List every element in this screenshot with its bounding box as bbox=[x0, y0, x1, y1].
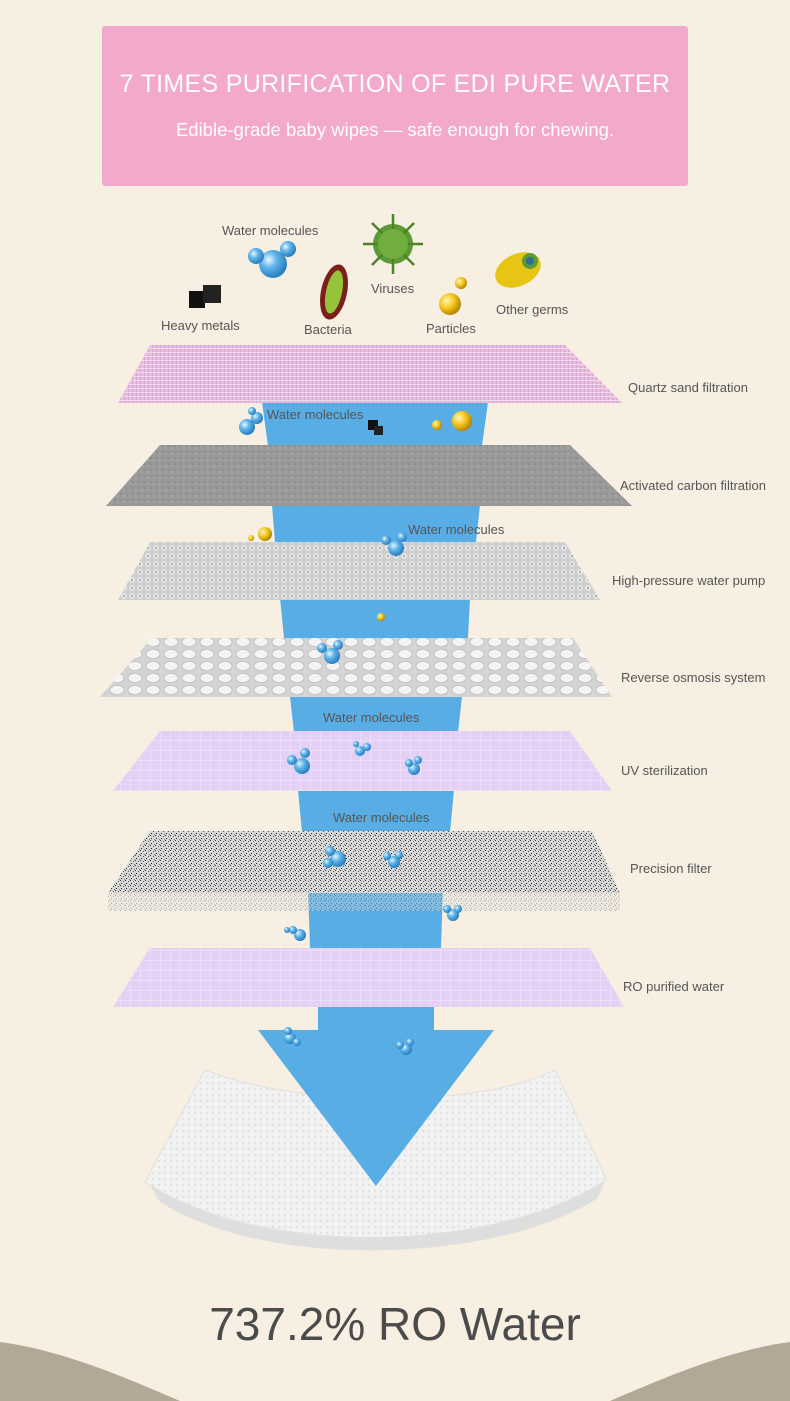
footer-headline: 737.2% RO Water bbox=[209, 1298, 581, 1350]
particle-icon bbox=[439, 277, 467, 315]
label-water-molecules: Water molecules bbox=[222, 223, 319, 238]
germ-icon bbox=[495, 252, 541, 288]
flow-label-water-1: Water molecules bbox=[267, 407, 364, 422]
layer-ro-water bbox=[113, 948, 624, 1007]
layer-label-precision: Precision filter bbox=[630, 861, 712, 876]
layer-label-pump: High-pressure water pump bbox=[612, 573, 766, 588]
layer-label-carbon: Activated carbon filtration bbox=[620, 478, 766, 493]
layer-label-ro: Reverse osmosis system bbox=[621, 670, 766, 685]
heavy-metal-icon bbox=[189, 285, 221, 308]
layer-label-ro-water: RO purified water bbox=[623, 979, 725, 994]
layer-pump bbox=[118, 542, 600, 600]
water-molecule-icon bbox=[248, 241, 296, 278]
flow-label-water-3: Water molecules bbox=[323, 710, 420, 725]
label-heavy-metals: Heavy metals bbox=[161, 318, 240, 333]
label-other-germs: Other germs bbox=[496, 302, 569, 317]
label-viruses: Viruses bbox=[371, 281, 415, 296]
layer-ro bbox=[100, 638, 612, 697]
flow-label-water-2: Water molecules bbox=[408, 522, 505, 537]
layer-label-quartz: Quartz sand filtration bbox=[628, 380, 748, 395]
header-banner: 7 TIMES PURIFICATION OF EDI PURE WATER E… bbox=[102, 26, 688, 186]
bottom-left-decoration bbox=[0, 1342, 180, 1401]
bottom-right-decoration bbox=[610, 1342, 790, 1401]
label-particles: Particles bbox=[426, 321, 476, 336]
layer-label-uv: UV sterilization bbox=[621, 763, 708, 778]
label-bacteria: Bacteria bbox=[304, 322, 352, 337]
layer-precision bbox=[108, 831, 620, 893]
layer-quartz bbox=[118, 345, 622, 403]
layer-carbon bbox=[106, 445, 632, 506]
layer-uv bbox=[113, 731, 612, 791]
banner-subtitle: Edible-grade baby wipes — safe enough fo… bbox=[175, 119, 615, 140]
bacteria-icon bbox=[320, 264, 348, 320]
down-arrow bbox=[258, 1030, 494, 1186]
flow-label-water-4: Water molecules bbox=[333, 810, 430, 825]
banner-title: 7 TIMES PURIFICATION OF EDI PURE WATER bbox=[119, 70, 671, 98]
flow-particles bbox=[239, 407, 472, 1055]
virus-icon bbox=[363, 214, 423, 274]
